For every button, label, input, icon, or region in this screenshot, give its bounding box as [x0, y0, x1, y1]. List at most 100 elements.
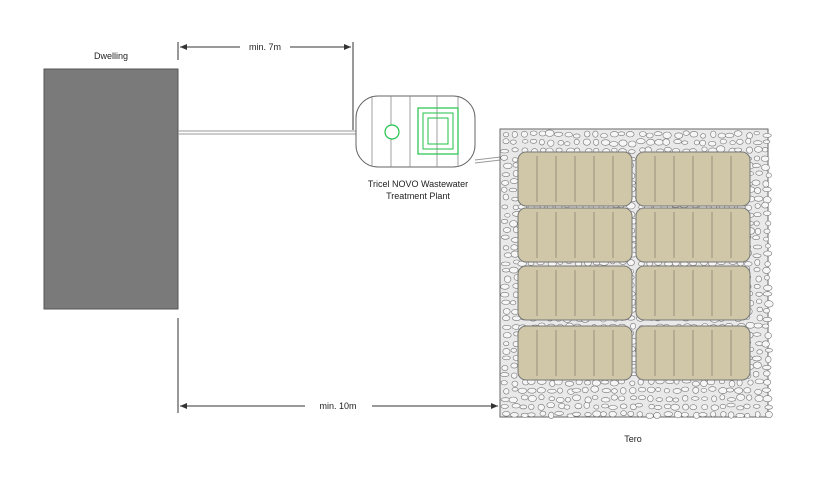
pebble: [653, 131, 663, 136]
pebble: [502, 308, 511, 315]
pebble: [528, 403, 535, 410]
pebble: [638, 387, 647, 393]
pebble: [761, 164, 770, 171]
pebble: [754, 187, 762, 194]
pebble: [719, 394, 726, 401]
pebble: [511, 131, 518, 138]
pebble: [521, 130, 528, 138]
pebble: [619, 403, 628, 409]
pebble: [752, 355, 762, 362]
pebble: [699, 139, 707, 147]
pebble: [501, 172, 511, 177]
pebble: [608, 405, 618, 410]
pebble: [509, 220, 518, 228]
pebble: [693, 139, 700, 146]
pebble: [710, 130, 717, 138]
pebble: [698, 412, 708, 418]
pebble: [762, 266, 771, 274]
pebble: [700, 388, 708, 393]
pebble: [701, 396, 708, 401]
pebble: [600, 397, 611, 403]
pebble: [761, 201, 769, 209]
pebble: [527, 387, 537, 394]
pebble: [765, 172, 772, 178]
pebble: [610, 394, 619, 401]
plant-label-line1: Tricel NOVO Wastewater: [368, 179, 468, 189]
pebble: [708, 141, 717, 147]
pebble: [547, 139, 555, 147]
pebble: [762, 186, 772, 192]
pebble: [630, 395, 637, 401]
pebble: [636, 138, 646, 145]
pebble: [511, 403, 521, 409]
pebble: [752, 235, 760, 240]
pebble: [517, 387, 528, 394]
pebble: [617, 131, 626, 136]
pebble: [574, 403, 583, 410]
pebble: [601, 388, 612, 393]
pebble: [752, 244, 762, 250]
pebble: [763, 308, 770, 314]
pebble: [510, 412, 519, 418]
pebble: [701, 146, 708, 152]
pebble: [512, 157, 519, 163]
pebble: [754, 258, 761, 266]
pebble: [501, 234, 510, 240]
pebble: [625, 131, 635, 138]
pebble: [764, 348, 773, 353]
pebble: [744, 413, 751, 419]
pebble: [563, 404, 571, 410]
pebble: [500, 292, 510, 298]
pebble: [593, 138, 600, 146]
pebble: [726, 397, 737, 402]
pebble: [582, 138, 591, 146]
pebble: [728, 411, 735, 419]
pebble: [502, 245, 510, 251]
pebble: [755, 275, 762, 283]
pebble: [743, 403, 751, 410]
pebble: [754, 378, 765, 385]
pebble: [511, 387, 519, 392]
pebble: [511, 147, 519, 153]
pebble: [500, 283, 510, 290]
pebble: [711, 395, 717, 403]
pebble: [736, 138, 744, 145]
pebble: [716, 145, 726, 153]
pebble: [629, 387, 637, 394]
pebble: [745, 137, 752, 145]
pebble: [655, 387, 662, 392]
pebble: [682, 130, 690, 136]
pebble: [752, 253, 762, 258]
pebble: [746, 146, 753, 154]
pebble: [662, 138, 670, 146]
pebble: [537, 403, 545, 411]
pebble: [763, 284, 773, 292]
pebble: [760, 155, 770, 162]
pebble: [502, 227, 512, 233]
pebble: [529, 139, 538, 144]
pebble: [756, 306, 763, 313]
pebble: [752, 332, 762, 337]
pebble: [628, 149, 636, 154]
pebble: [682, 395, 689, 402]
pebble: [565, 397, 571, 403]
pebble: [511, 372, 518, 379]
pebble: [763, 210, 772, 216]
pebble: [554, 411, 564, 416]
pebble: [504, 275, 512, 283]
pebble: [747, 379, 754, 386]
pebble: [719, 138, 727, 145]
pebble: [611, 388, 618, 394]
pebble: [752, 163, 761, 168]
pebble: [726, 402, 736, 408]
pebble: [564, 132, 573, 138]
tero-chambers: [517, 151, 751, 381]
pebble: [501, 261, 511, 267]
pebble: [628, 140, 637, 148]
pebble: [761, 387, 771, 393]
pebble: [571, 388, 582, 393]
pebble: [729, 140, 736, 145]
pebble: [639, 131, 647, 137]
pebble: [754, 395, 764, 402]
